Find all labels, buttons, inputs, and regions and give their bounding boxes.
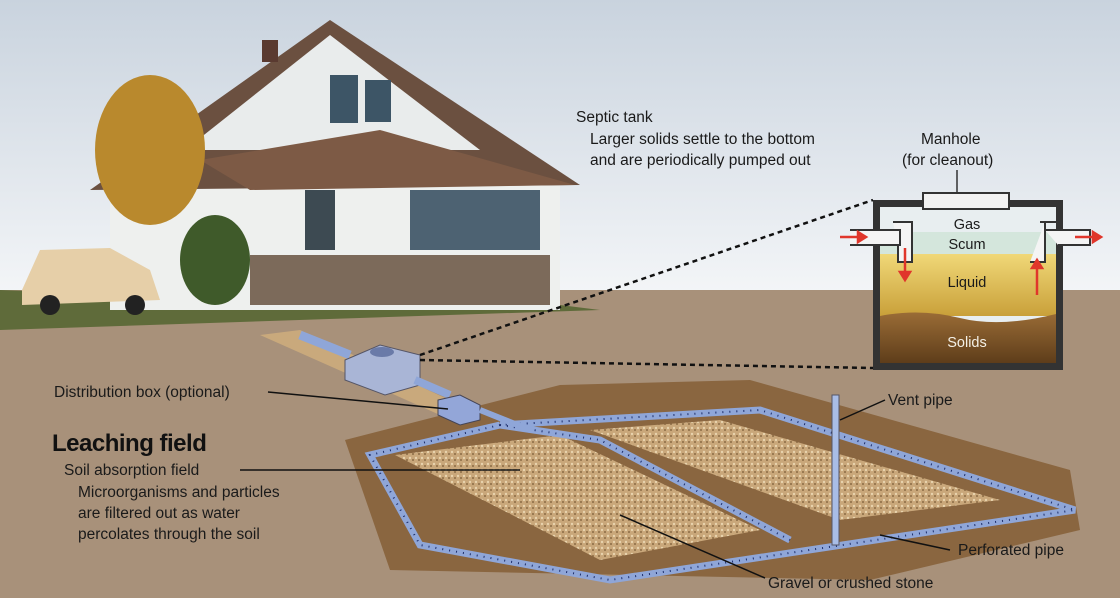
tank-layer-gas: Gas [953, 217, 981, 233]
distribution-box [437, 394, 481, 426]
vent-pipe [831, 394, 840, 546]
leaching-field-heading: Leaching field [52, 430, 207, 457]
septic-tank-desc-2: and are periodically pumped out [590, 152, 811, 169]
vent-pipe-label: Vent pipe [888, 392, 953, 409]
gravel-bed-2 [590, 420, 1000, 520]
septic-tank-title: Septic tank [576, 109, 653, 126]
soil-desc-1: Microorganisms and particles [78, 484, 280, 501]
soil-desc-2: are filtered out as water [78, 505, 240, 522]
house [90, 20, 580, 310]
perforated-pipe-label: Perforated pipe [958, 542, 1064, 559]
inlet-pipe [298, 330, 352, 360]
manhole-sublabel: (for cleanout) [902, 152, 994, 169]
soil-absorption-label: Soil absorption field [64, 462, 200, 479]
gravel-label: Gravel or crushed stone [768, 575, 934, 592]
perforated-pipe-holes [368, 408, 1076, 582]
soil-desc-3: percolates through the soil [78, 526, 260, 543]
tank-layer-solids: Solids [947, 335, 987, 351]
manhole [922, 192, 1010, 210]
tank-layer-liquid: Liquid [947, 275, 987, 291]
gravel-bed-1 [395, 435, 760, 560]
tank-layer-scum: Scum [948, 237, 986, 253]
leader-lines [240, 391, 951, 579]
septic-tank-desc-1: Larger solids settle to the bottom [590, 131, 815, 148]
flow-arrows [840, 229, 1104, 295]
distribution-box-label: Distribution box (optional) [54, 384, 230, 401]
car [22, 248, 160, 315]
tank-cross-section [840, 170, 1104, 370]
manhole-label: Manhole [921, 131, 981, 148]
